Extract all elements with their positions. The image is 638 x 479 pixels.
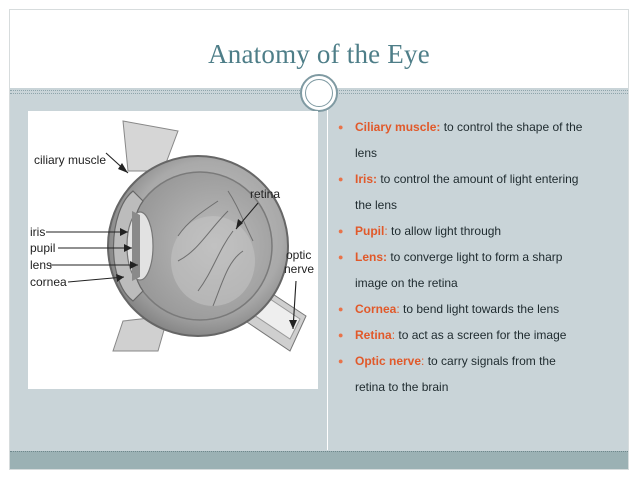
bullet-cornea: ● Cornea: to bend light towards the lens <box>336 296 628 322</box>
bullet-text: to act as a screen for the image <box>395 328 567 342</box>
bullet-text-line2: the lens <box>355 198 398 212</box>
bullet-term-sep: : <box>421 354 425 368</box>
bullet-term-sep: : <box>391 328 396 342</box>
bullet-term: Iris: <box>355 172 378 186</box>
label-retina: retina <box>250 187 281 201</box>
bullet-term: Optic nerve <box>355 354 422 368</box>
bullet-text-line2: image on the retina <box>355 276 458 290</box>
circle-ornament-inner <box>305 79 333 107</box>
retina-vessels <box>177 190 254 307</box>
bullet-text: to converge light to form a sharp <box>387 250 563 264</box>
bullet-term-sep: : <box>384 224 388 238</box>
bullet-text-line2: lens <box>355 146 378 160</box>
bullet-text: to control the amount of light entering <box>377 172 579 186</box>
bullet-dot-icon: ● <box>338 226 344 236</box>
label-ciliary-muscle: ciliary muscle <box>34 153 107 167</box>
bullet-dot-icon: ● <box>338 330 344 340</box>
pointer-head-ciliary <box>118 163 128 173</box>
slide-frame: Anatomy of the Eye <box>9 9 629 470</box>
bullet-pupil: ● Pupil: to allow light through <box>336 218 628 244</box>
label-lens: lens <box>30 258 53 272</box>
pointer-head-lens <box>130 261 138 269</box>
label-optic-nerve-line1: optic <box>286 248 312 262</box>
bullet-text: to control the shape of the <box>440 120 583 134</box>
bullet-text: to carry signals from the <box>424 354 556 368</box>
eye-diagram-svg <box>46 120 307 352</box>
bullet-dot-icon: ● <box>338 356 344 366</box>
function-bullet-list: ● Ciliary muscle: to control the shape o… <box>336 114 628 400</box>
slide-title: Anatomy of the Eye <box>208 39 430 69</box>
bullet-term-sep: : <box>396 302 400 316</box>
pointer-head-retina <box>236 219 243 229</box>
circle-ornament-icon <box>300 74 338 112</box>
bullet-dot-icon: ● <box>338 122 344 132</box>
bullet-dot-icon: ● <box>338 174 344 184</box>
label-pupil: pupil <box>30 241 56 255</box>
bullet-lens: ● Lens: to converge light to form a shar… <box>336 244 628 296</box>
bullet-term: Ciliary muscle <box>355 120 437 134</box>
bullet-ciliary-muscle: ● Ciliary muscle: to control the shape o… <box>336 114 628 166</box>
eyeball-highlight <box>171 216 255 306</box>
vertical-divider <box>327 110 328 450</box>
bullet-text: to bend light towards the lens <box>399 302 560 316</box>
bullet-text-line2: retina to the brain <box>355 380 449 394</box>
pointer-head-optic <box>289 320 297 329</box>
pointer-head-pupil <box>124 244 132 252</box>
iris-shape <box>132 211 140 281</box>
bullet-term-sep: : <box>436 120 441 134</box>
bullet-retina: ● Retina: to act as a screen for the ima… <box>336 322 628 348</box>
eye-diagram: ciliary muscle retina iris pupil lens co… <box>28 111 318 389</box>
bottom-band <box>10 451 628 469</box>
bullet-term: Cornea <box>355 302 397 316</box>
label-optic-nerve-line2: nerve <box>284 262 315 276</box>
label-cornea: cornea <box>30 275 67 289</box>
bullet-term: Pupil <box>355 224 385 238</box>
bullet-text: to allow light through <box>387 224 502 238</box>
bullet-term: Lens: <box>355 250 388 264</box>
bullet-dot-icon: ● <box>338 252 344 262</box>
bullet-term: Retina <box>355 328 392 342</box>
label-iris: iris <box>30 225 46 239</box>
bullet-iris: ● Iris: to control the amount of light e… <box>336 166 628 218</box>
bullet-optic-nerve: ● Optic nerve: to carry signals from the… <box>336 348 628 400</box>
pointer-cornea <box>67 276 125 283</box>
pointer-head-cornea <box>116 274 124 282</box>
bullet-dot-icon: ● <box>338 304 344 314</box>
pointer-head-iris <box>120 228 128 236</box>
